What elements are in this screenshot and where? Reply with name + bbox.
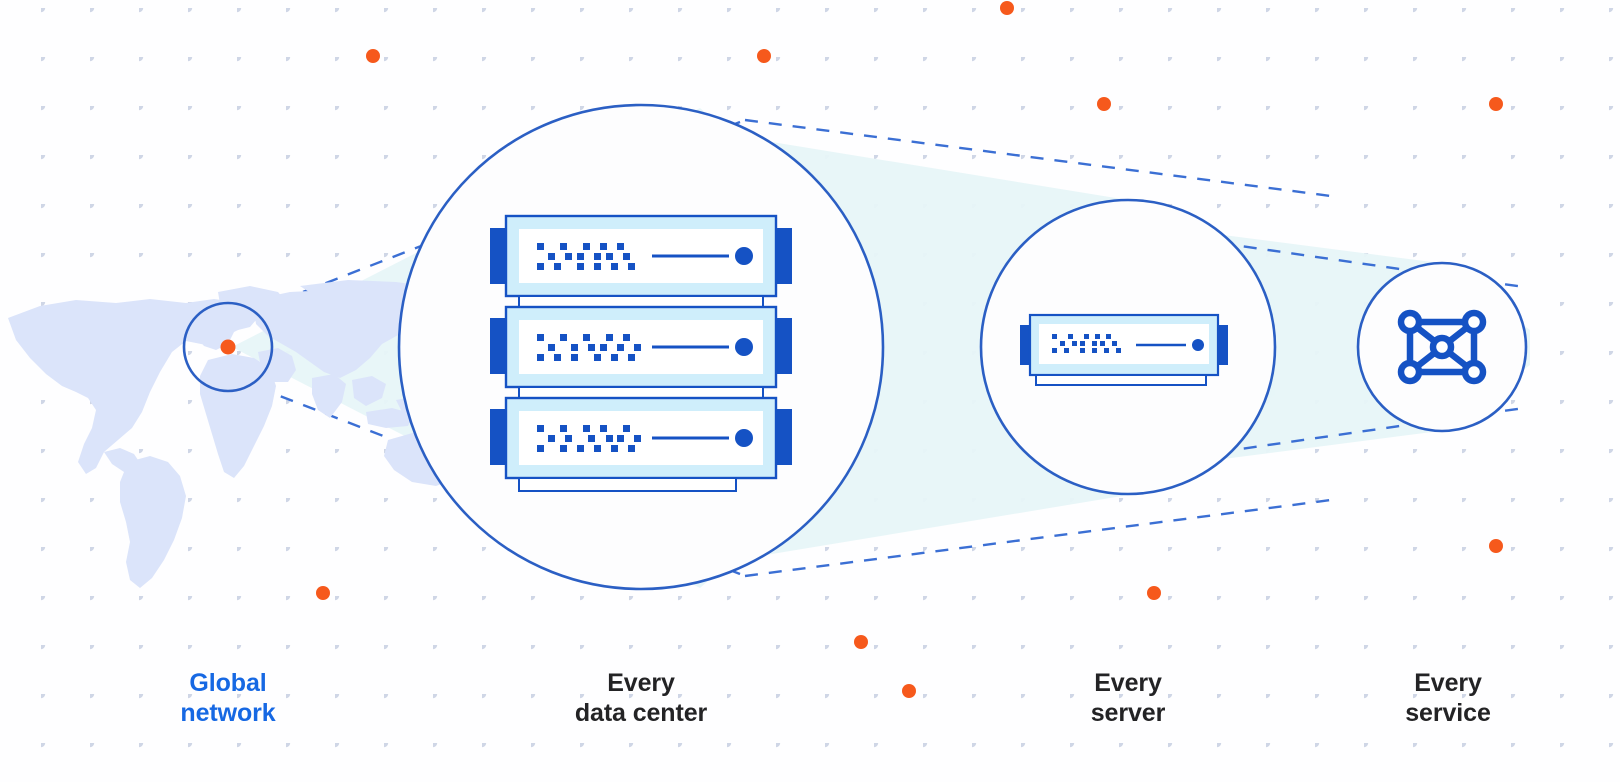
label-every-service-line1: Every [1414, 669, 1482, 697]
label-every-server-line1: Every [1094, 669, 1162, 697]
unit-3-led-matrix [537, 425, 641, 452]
label-global-network-line2: network [180, 699, 276, 727]
label-every-server-line2: server [1090, 699, 1166, 727]
dash-datacenter-top [744, 118, 1332, 198]
server-unit-2[interactable] [490, 305, 792, 389]
unit-2-led-matrix [537, 334, 641, 361]
highlight-dot [316, 1, 1503, 698]
unit-1-led-matrix [537, 243, 635, 270]
dash-datacenter-bottom [744, 498, 1332, 578]
unit-1-status-light [735, 247, 753, 265]
server-status-light [1192, 339, 1204, 351]
label-global-network-line1: Global [189, 669, 267, 697]
server-unit-3[interactable] [490, 396, 792, 480]
mesh-node [1397, 309, 1487, 385]
label-every-service-line2: service [1405, 699, 1491, 727]
label-every-server: Every server [1028, 668, 1228, 728]
label-global-network: Global network [128, 668, 328, 728]
server-led-matrix [1052, 334, 1121, 353]
unit-3-status-light [735, 429, 753, 447]
rack-base [518, 477, 737, 492]
label-every-data-center-line2: data center [574, 699, 708, 727]
server-base [1035, 374, 1207, 386]
server-unit-1[interactable] [490, 214, 792, 298]
global-network-location-pin[interactable] [220, 339, 236, 355]
single-server-unit[interactable] [1020, 313, 1228, 386]
dash-server-top [1219, 241, 1525, 289]
unit-2-status-light [735, 338, 753, 356]
global-network-circle[interactable] [182, 301, 274, 393]
label-every-service: Every service [1348, 668, 1548, 728]
dash-server-bottom [1219, 406, 1525, 454]
mesh-network-nodes-icon[interactable] [1397, 309, 1487, 385]
server-rack-three-units[interactable] [490, 214, 792, 492]
label-every-data-center-line1: Every [607, 669, 675, 697]
label-every-data-center: Every data center [521, 668, 761, 728]
